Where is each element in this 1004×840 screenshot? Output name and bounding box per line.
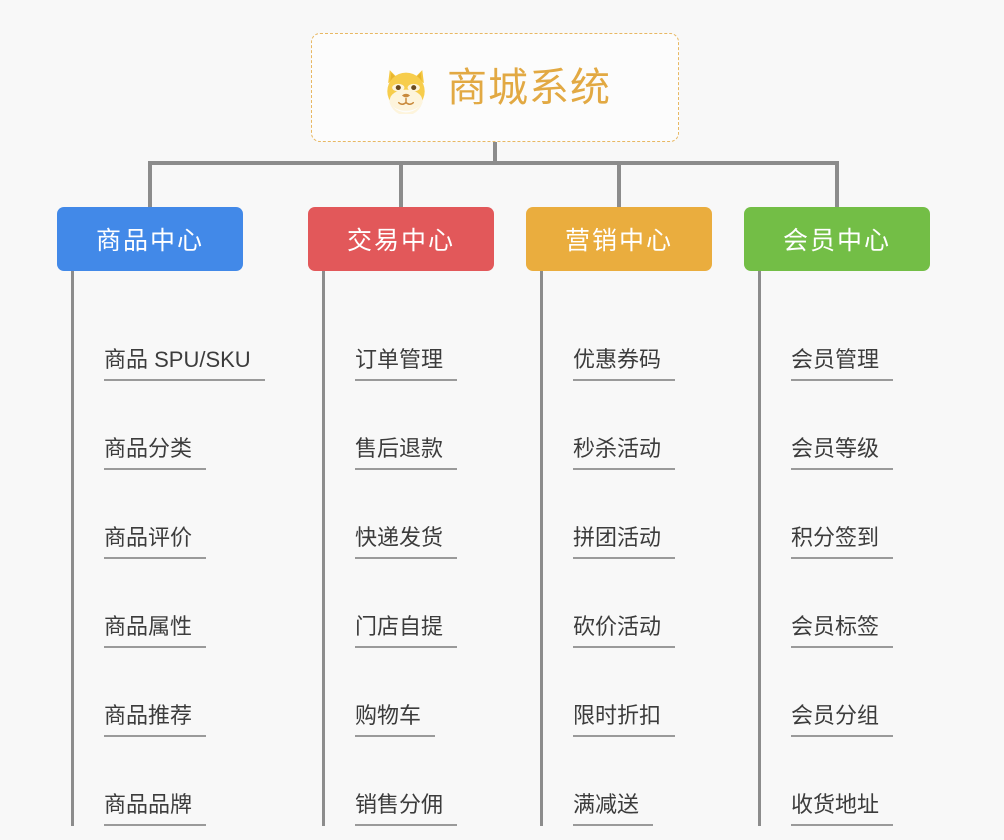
leaf-label: 快递发货 xyxy=(355,525,458,559)
leaf-label: 限时折扣 xyxy=(573,703,676,737)
list-item[interactable]: 拼团活动 xyxy=(543,470,676,559)
list-item[interactable]: 满减送 xyxy=(543,737,675,826)
list-item[interactable]: 会员标签 xyxy=(761,559,894,648)
leaf-label: 会员管理 xyxy=(791,347,894,381)
leaf-label: 会员等级 xyxy=(791,436,894,470)
root-node[interactable]: 商城系统 xyxy=(311,33,679,142)
leaf-label: 购物车 xyxy=(355,703,436,737)
leaf-list-1: 订单管理 售后退款 快递发货 门店自提 购物车 销售分佣 xyxy=(322,271,458,826)
list-item[interactable]: 快递发货 xyxy=(325,470,458,559)
list-item[interactable]: 砍价活动 xyxy=(543,559,676,648)
category-column-商品中心: 商品中心 商品 SPU/SKU 商品分类 商品评价 商品属性 商品推荐 商品品牌 xyxy=(57,207,265,826)
list-item[interactable]: 商品推荐 xyxy=(74,648,265,737)
list-item[interactable]: 商品 SPU/SKU xyxy=(74,292,265,381)
list-item[interactable]: 订单管理 xyxy=(325,292,458,381)
category-header-2[interactable]: 营销中心 xyxy=(526,207,712,271)
category-label: 会员中心 xyxy=(782,227,891,255)
category-label: 商品中心 xyxy=(95,227,204,255)
category-column-交易中心: 交易中心 订单管理 售后退款 快递发货 门店自提 购物车 销售分佣 xyxy=(308,207,494,826)
list-item[interactable]: 商品评价 xyxy=(74,470,265,559)
connector-drop-2 xyxy=(617,161,621,207)
connector-root-stem xyxy=(493,142,497,163)
list-item[interactable]: 商品分类 xyxy=(74,381,265,470)
list-item[interactable]: 积分签到 xyxy=(761,470,894,559)
category-column-营销中心: 营销中心 优惠券码 秒杀活动 拼团活动 砍价活动 限时折扣 满减送 xyxy=(526,207,712,826)
leaf-label: 会员标签 xyxy=(791,614,894,648)
list-item[interactable]: 秒杀活动 xyxy=(543,381,676,470)
list-item[interactable]: 售后退款 xyxy=(325,381,458,470)
list-item[interactable]: 优惠券码 xyxy=(543,292,676,381)
list-item[interactable]: 销售分佣 xyxy=(325,737,458,826)
list-item[interactable]: 门店自提 xyxy=(325,559,458,648)
list-item[interactable]: 会员分组 xyxy=(761,648,894,737)
leaf-label: 商品品牌 xyxy=(104,792,207,826)
connector-drop-3 xyxy=(835,161,839,207)
leaf-label: 优惠券码 xyxy=(573,347,676,381)
category-header-0[interactable]: 商品中心 xyxy=(57,207,243,271)
leaf-label: 门店自提 xyxy=(355,614,458,648)
leaf-list-0: 商品 SPU/SKU 商品分类 商品评价 商品属性 商品推荐 商品品牌 xyxy=(71,271,265,826)
root-title: 商城系统 xyxy=(447,65,611,110)
category-column-会员中心: 会员中心 会员管理 会员等级 积分签到 会员标签 会员分组 收货地址 xyxy=(744,207,930,826)
leaf-label: 商品评价 xyxy=(104,525,207,559)
leaf-label: 收货地址 xyxy=(791,792,894,826)
connector-drop-0 xyxy=(148,161,152,207)
category-label: 营销中心 xyxy=(564,227,673,255)
list-item[interactable]: 商品品牌 xyxy=(74,737,265,826)
list-item[interactable]: 收货地址 xyxy=(761,737,894,826)
leaf-list-2: 优惠券码 秒杀活动 拼团活动 砍价活动 限时折扣 满减送 xyxy=(540,271,676,826)
leaf-label: 积分签到 xyxy=(791,525,894,559)
leaf-label: 满减送 xyxy=(573,792,654,826)
leaf-label: 砍价活动 xyxy=(573,614,676,648)
list-item[interactable]: 会员管理 xyxy=(761,292,894,381)
category-header-1[interactable]: 交易中心 xyxy=(308,207,494,271)
leaf-label: 拼团活动 xyxy=(573,525,676,559)
leaf-label: 商品分类 xyxy=(104,436,207,470)
leaf-label: 销售分佣 xyxy=(355,792,458,826)
shiba-dog-face-icon xyxy=(387,69,425,114)
category-label: 交易中心 xyxy=(346,227,455,255)
leaf-label: 商品 SPU/SKU xyxy=(104,347,265,381)
leaf-list-3: 会员管理 会员等级 积分签到 会员标签 会员分组 收货地址 xyxy=(758,271,894,826)
list-item[interactable]: 会员等级 xyxy=(761,381,894,470)
connector-horizontal-bus xyxy=(148,161,839,165)
connector-drop-1 xyxy=(399,161,403,207)
leaf-label: 订单管理 xyxy=(355,347,458,381)
leaf-label: 售后退款 xyxy=(355,436,458,470)
list-item[interactable]: 购物车 xyxy=(325,648,457,737)
leaf-label: 会员分组 xyxy=(791,703,894,737)
leaf-label: 商品属性 xyxy=(104,614,207,648)
category-header-3[interactable]: 会员中心 xyxy=(744,207,930,271)
list-item[interactable]: 商品属性 xyxy=(74,559,265,648)
leaf-label: 商品推荐 xyxy=(104,703,207,737)
leaf-label: 秒杀活动 xyxy=(573,436,676,470)
list-item[interactable]: 限时折扣 xyxy=(543,648,676,737)
